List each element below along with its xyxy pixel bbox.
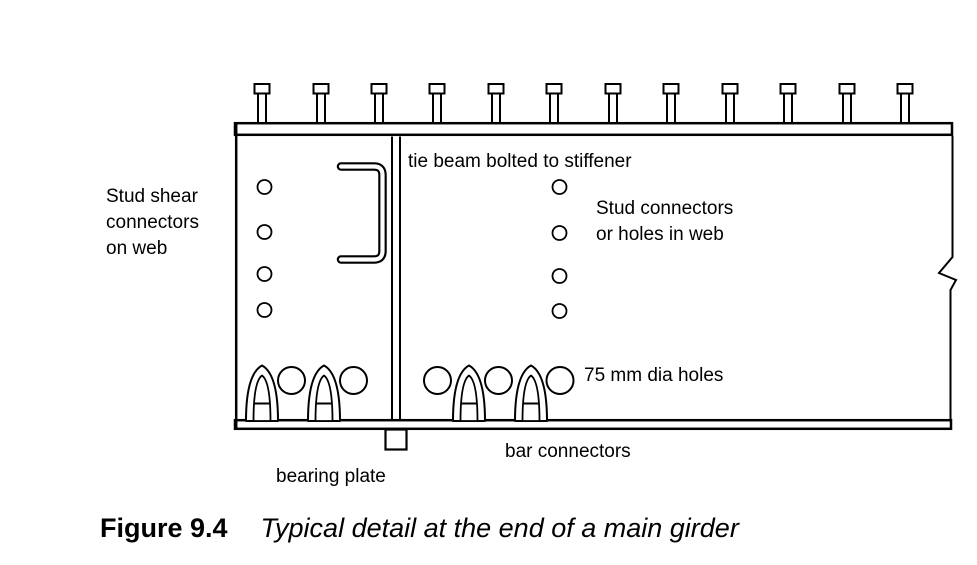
stud-shaft bbox=[374, 92, 384, 124]
label-stud-connectors: Stud connectors or holes in web bbox=[596, 198, 734, 245]
stud-shaft bbox=[666, 92, 676, 124]
stud-shaft bbox=[842, 92, 852, 124]
dia-hole bbox=[484, 366, 513, 395]
stud-shaft bbox=[257, 92, 267, 124]
stud-head bbox=[896, 83, 914, 95]
stud-head bbox=[662, 83, 680, 95]
dia-hole bbox=[277, 366, 306, 395]
label-dia-holes: 75 mm dia holes bbox=[584, 365, 724, 386]
bar-connector-inner bbox=[521, 374, 541, 422]
web-hole bbox=[551, 303, 568, 319]
web-hole bbox=[256, 302, 273, 318]
web-hole bbox=[256, 224, 273, 240]
stud-shaft bbox=[725, 92, 735, 124]
stud-shaft bbox=[432, 92, 442, 124]
bottom-flange bbox=[233, 418, 953, 431]
bar-connector-inner bbox=[459, 374, 479, 422]
figure-caption-number: Figure 9.4 bbox=[100, 513, 228, 543]
stud-shaft bbox=[900, 92, 910, 124]
bar-connector-inner bbox=[252, 374, 272, 422]
figure-caption: Figure 9.4 Typical detail at the end of a… bbox=[100, 513, 739, 544]
stud-shaft bbox=[491, 92, 501, 124]
bearing-plate bbox=[384, 428, 408, 451]
web-hole bbox=[551, 268, 568, 284]
stud-head bbox=[487, 83, 505, 95]
web-hole bbox=[256, 179, 273, 195]
stud-head bbox=[312, 83, 330, 95]
label-stud-shear-connectors: Stud shear connectors on web bbox=[106, 186, 199, 259]
dia-hole bbox=[339, 366, 368, 395]
stud-head bbox=[779, 83, 797, 95]
stud-head bbox=[838, 83, 856, 95]
stud-head bbox=[253, 83, 271, 95]
stud-shaft bbox=[316, 92, 326, 124]
label-bearing-plate: bearing plate bbox=[276, 466, 386, 487]
stud-shaft bbox=[608, 92, 618, 124]
label-bar-connectors: bar connectors bbox=[505, 441, 631, 462]
web-hole bbox=[551, 179, 568, 195]
stud-head bbox=[370, 83, 388, 95]
stud-head bbox=[721, 83, 739, 95]
label-tie-beam: tie beam bolted to stiffener bbox=[408, 151, 632, 172]
stud-shaft bbox=[783, 92, 793, 124]
bar-connector-inner bbox=[314, 374, 334, 422]
dia-hole bbox=[545, 366, 575, 395]
stud-shaft bbox=[549, 92, 559, 124]
web-hole bbox=[256, 266, 273, 282]
figure-caption-text: Typical detail at the end of a main gird… bbox=[260, 513, 739, 543]
stud-head bbox=[604, 83, 622, 95]
girder-break-line bbox=[937, 136, 958, 420]
stud-head bbox=[545, 83, 563, 95]
dia-hole bbox=[423, 366, 452, 395]
stud-head bbox=[428, 83, 446, 95]
top-flange bbox=[233, 121, 954, 137]
web-hole bbox=[551, 225, 568, 241]
tie-beam-channel-fill bbox=[338, 164, 385, 262]
tie-beam-channel-outline bbox=[336, 162, 387, 264]
